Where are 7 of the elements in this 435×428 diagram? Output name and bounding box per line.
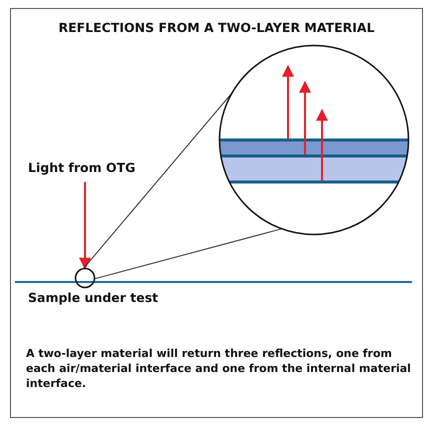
title: REFLECTIONS FROM A TWO-LAYER MATERIAL (57, 20, 376, 35)
magnifier-line (94, 228, 282, 280)
magnifier-line (82, 92, 233, 270)
light-arrow (79, 182, 91, 270)
caption: A two-layer material will return three reflections, one from each air/material interface and one from the internal material interface. (26, 346, 411, 391)
sample-label: Sample under test (28, 290, 158, 305)
light-source-label: Light from OTG (28, 160, 136, 175)
